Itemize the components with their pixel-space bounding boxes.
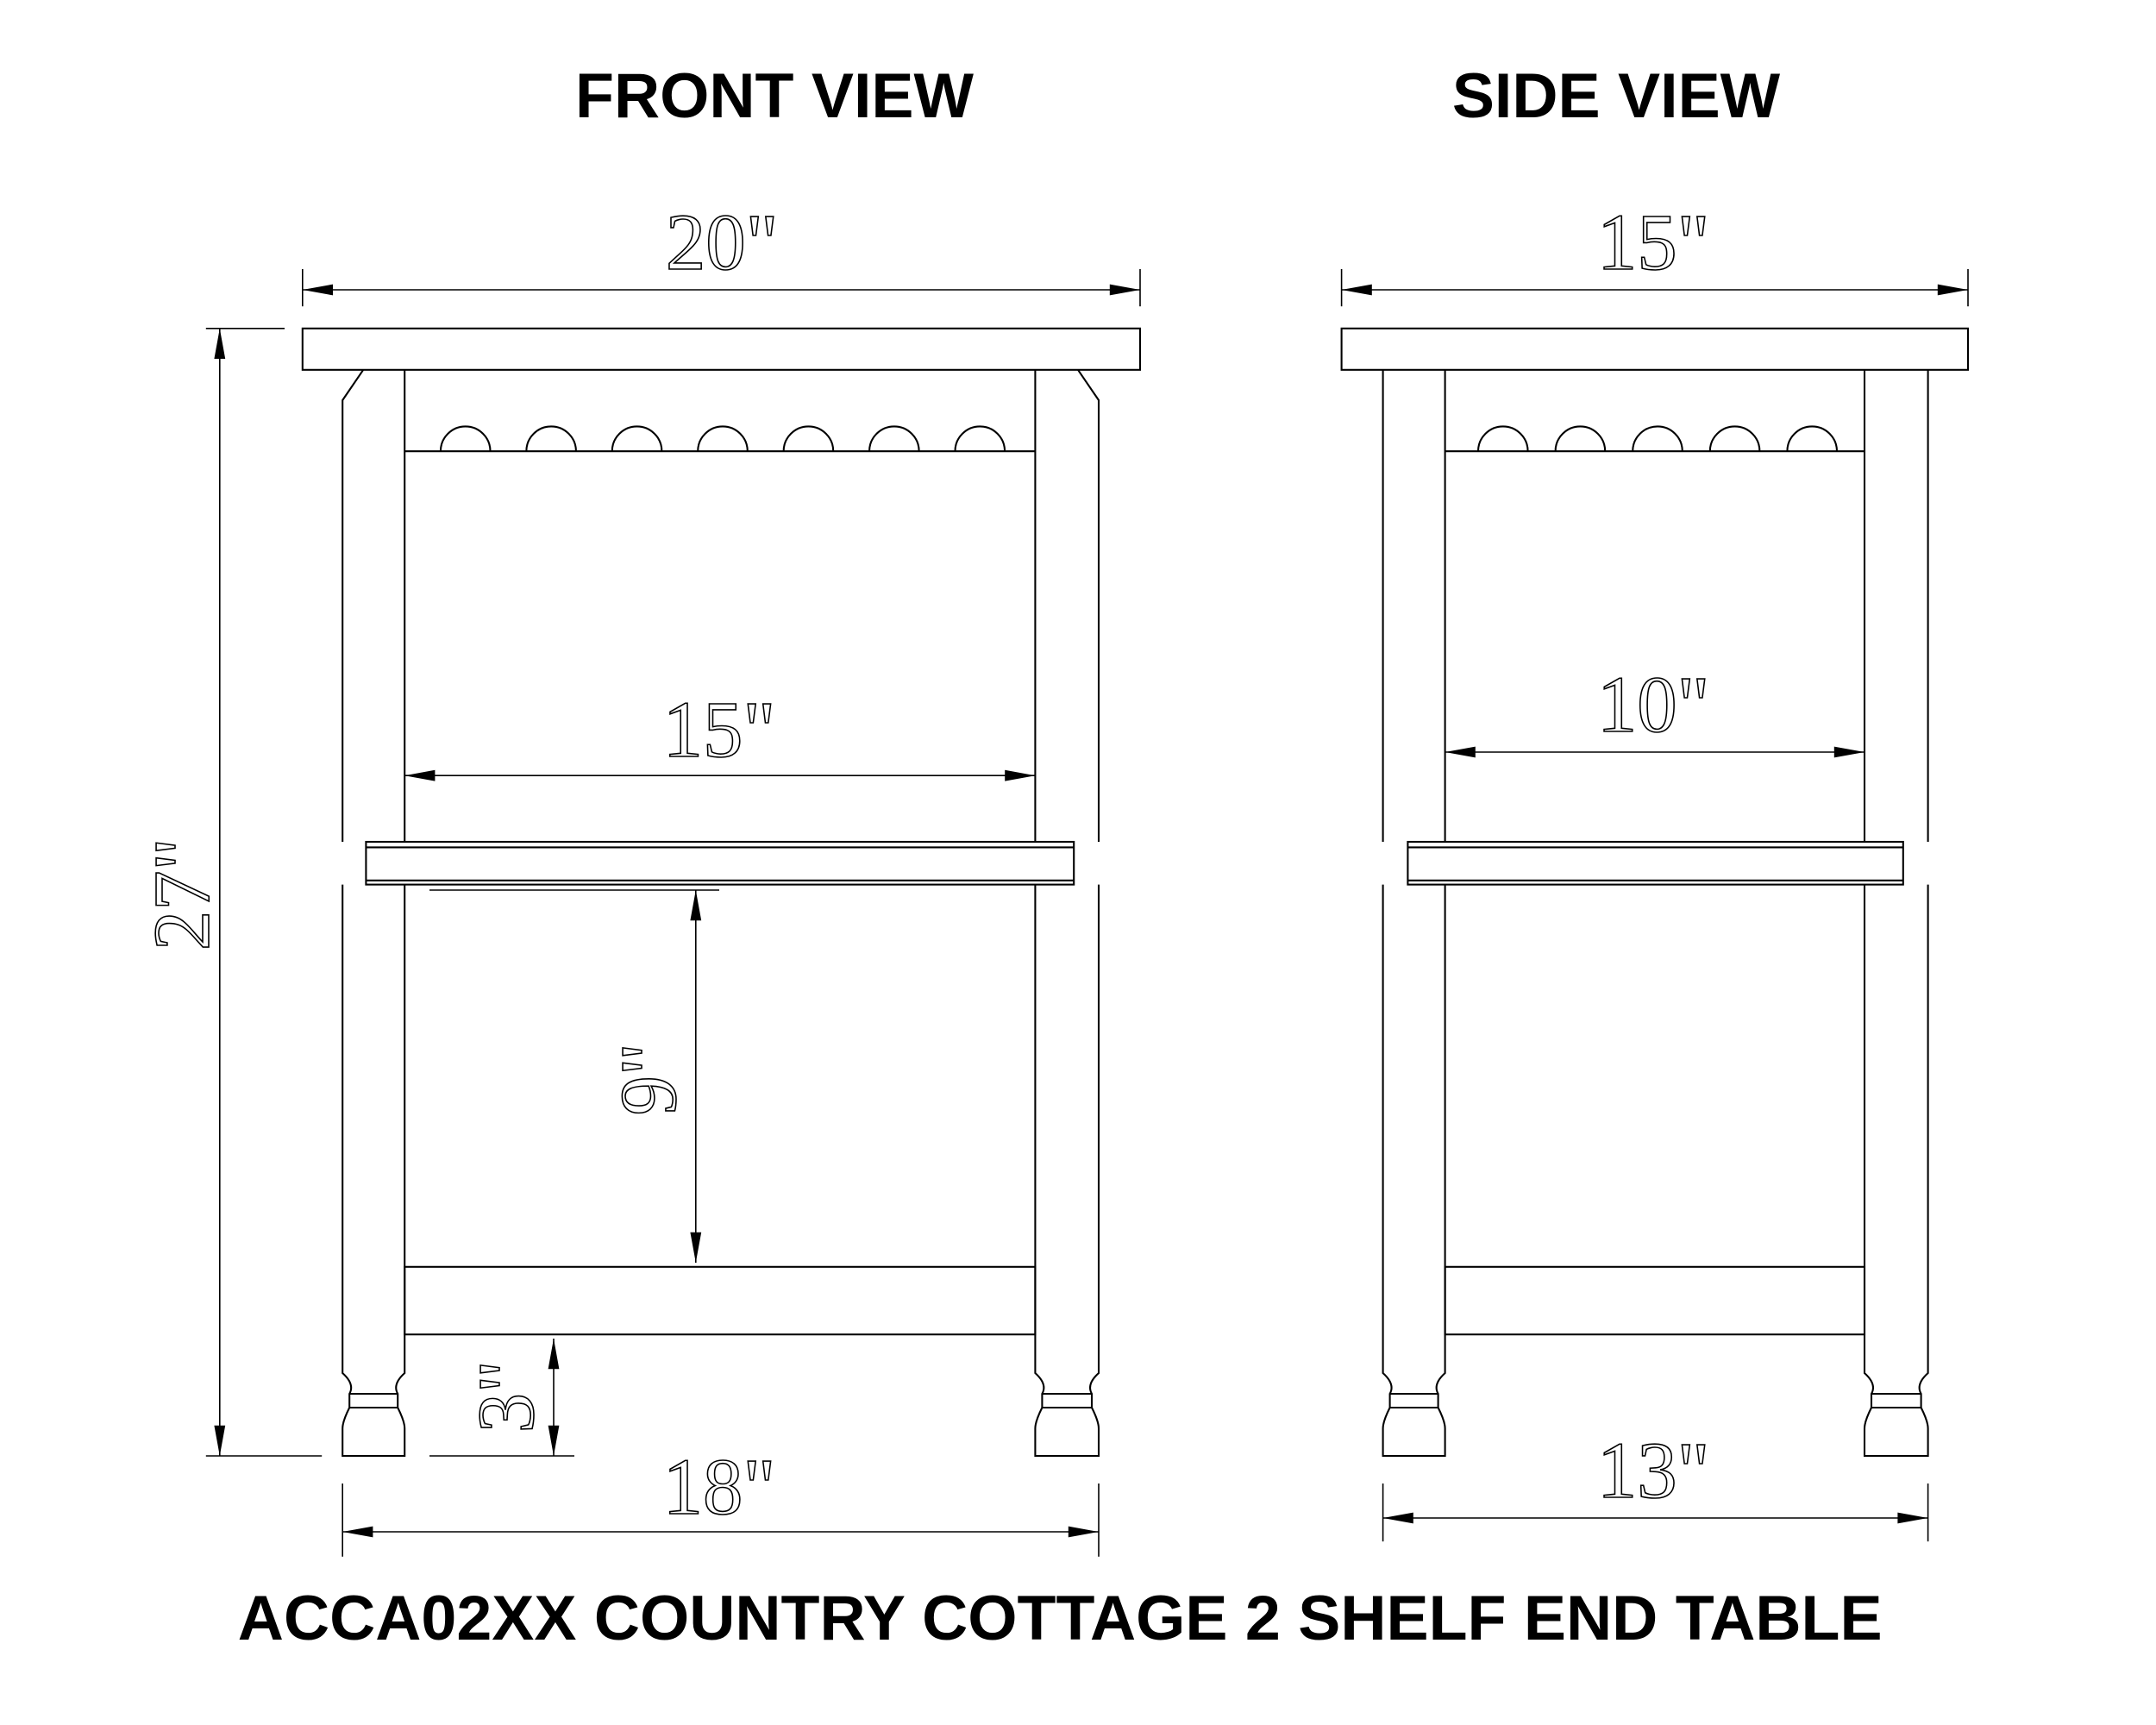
front-scallops bbox=[439, 425, 1006, 452]
dim-front-shelf-gap: 9" bbox=[605, 1043, 693, 1115]
dimension-lines bbox=[205, 269, 1969, 1557]
dim-side-depth: 15" bbox=[1597, 198, 1710, 287]
front-lower-stretcher bbox=[404, 1265, 1037, 1336]
dim-front-inner-width: 15" bbox=[663, 686, 776, 775]
side-left-leg bbox=[1382, 369, 1446, 1458]
scallop bbox=[1554, 425, 1607, 452]
side-table-top bbox=[1340, 327, 1970, 371]
scallop bbox=[1476, 425, 1529, 452]
scallop bbox=[1632, 425, 1683, 452]
scallop bbox=[1708, 425, 1761, 452]
side-lower-stretcher bbox=[1444, 1265, 1866, 1336]
scallop bbox=[525, 425, 577, 452]
dim-front-leg-span: 18" bbox=[663, 1443, 776, 1532]
front-view-title: FRONT VIEW bbox=[575, 60, 975, 131]
scallop bbox=[611, 425, 663, 452]
scallop bbox=[697, 425, 749, 452]
side-view bbox=[1340, 327, 1970, 1458]
front-left-leg bbox=[342, 369, 406, 1458]
dim-front-height: 27" bbox=[138, 837, 227, 950]
drawing-title: ACCA02XX COUNTRY COTTAGE 2 SHELF END TAB… bbox=[238, 1582, 1883, 1653]
side-scallops bbox=[1476, 425, 1839, 452]
side-view-title: SIDE VIEW bbox=[1452, 60, 1781, 131]
dim-front-width: 20" bbox=[666, 198, 779, 287]
front-right-leg bbox=[1034, 369, 1100, 1458]
scallop bbox=[868, 425, 920, 452]
dim-front-stretcher-height-arrows bbox=[548, 1339, 560, 1456]
dim-front-stretcher-height: 3" bbox=[462, 1360, 551, 1433]
scallop bbox=[1786, 425, 1839, 452]
scallop bbox=[439, 425, 492, 452]
dim-side-inner-depth: 10" bbox=[1597, 661, 1710, 750]
scallop bbox=[954, 425, 1006, 452]
front-view bbox=[301, 327, 1142, 1458]
side-right-leg bbox=[1863, 369, 1929, 1458]
side-shelf bbox=[1407, 840, 1904, 886]
front-table-top bbox=[301, 327, 1142, 371]
dim-side-leg-span: 13" bbox=[1597, 1427, 1710, 1515]
scallop bbox=[782, 425, 835, 452]
front-shelf bbox=[365, 840, 1075, 886]
